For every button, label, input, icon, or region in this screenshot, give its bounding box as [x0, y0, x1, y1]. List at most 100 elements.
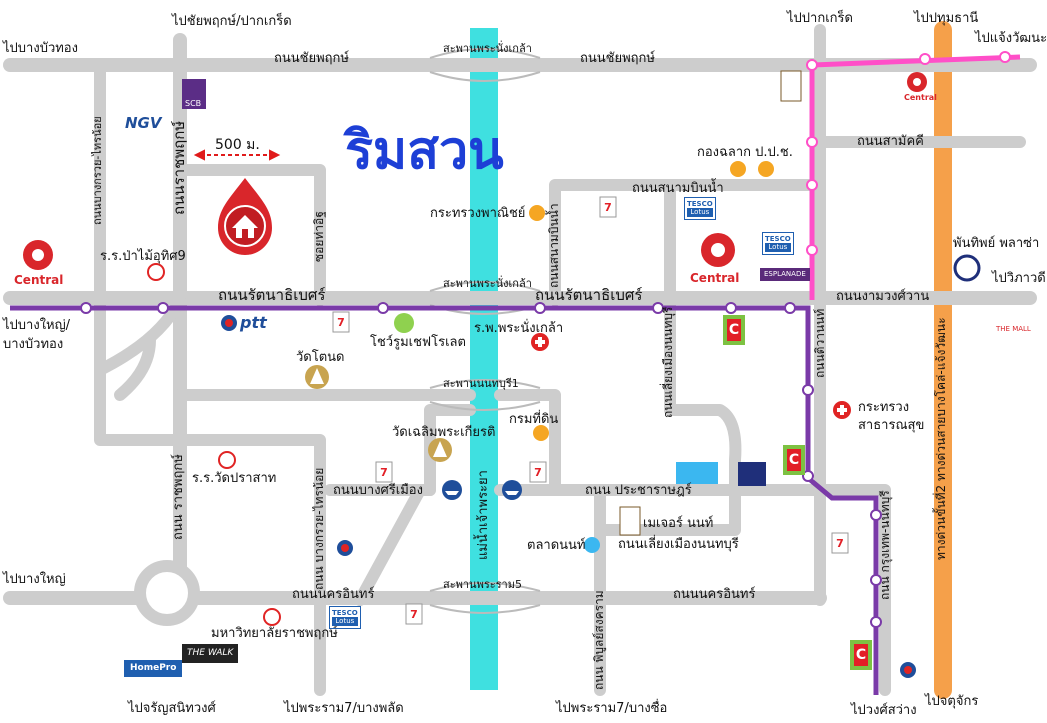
place-label: โชว์รูมเชฟโรเลต [370, 335, 466, 350]
map-title: ริมสวน [345, 121, 504, 181]
place-label: ร.พ.พระนั่งเกล้า [474, 321, 564, 336]
temple-icon [305, 365, 329, 389]
direction-label: ไปบางใหญ่/ บางบัวทอง [3, 318, 71, 352]
scale-label: 500 ม. [215, 137, 260, 153]
big-c-label: C [788, 452, 800, 468]
bangkok-bank-icon [738, 462, 766, 486]
road-label: สะพานพระราม5 [443, 578, 522, 591]
direction-label: ไปชัยพฤกษ์/ปากเกร็ด [172, 14, 292, 29]
bridges [429, 48, 541, 614]
big-c-label: C [728, 322, 740, 338]
seven-eleven-icon [332, 196, 849, 625]
place-label: พันทิพย์ พลาซ่า [953, 236, 1040, 251]
tesco-label: TESCO [687, 200, 713, 208]
esplanade-label: ESPLANADE [760, 268, 810, 281]
tesco-lotus-badge: TESCO Lotus [762, 232, 794, 255]
tesco-label: TESCO [332, 609, 358, 617]
place-label: ตลาดนนท์ [527, 538, 586, 553]
place-label: ร.ร.ป่าไม้อุทิศ9 [100, 249, 186, 264]
road-label: ถนนชัยพฤกษ์ [580, 51, 655, 66]
central-label: Central [690, 271, 740, 285]
direction-label: ไปบางใหญ่ [3, 572, 66, 587]
roundabout [134, 560, 200, 626]
road-label: ถนนนครอินทร์ [292, 587, 375, 602]
big-c-icon [723, 315, 872, 670]
road-label: ถนนสามัคคี [857, 134, 924, 149]
direction-label: ไปพระราม7/บางพลัด [284, 701, 404, 716]
tesco-label: TESCO [765, 235, 791, 243]
the-mall-label: THE MALL [996, 325, 1031, 333]
seven-eleven-label: 7 [534, 466, 542, 479]
poi-dots [529, 161, 774, 441]
central-label: Central [14, 273, 64, 287]
place-label: กองฉลาก ป.ป.ช. [697, 145, 793, 160]
scb-icon [182, 79, 206, 109]
road-label: ถนนบางศรีเมือง [333, 483, 423, 498]
place-label: วัดโตนด [296, 350, 345, 365]
major-cineplex-icon [780, 70, 802, 102]
road-label: ถนน บางกรวย-ไทรน้อย [312, 467, 326, 590]
road-label: ถนน ราชพฤกษ์ [171, 454, 186, 540]
direction-label: ไปพระราม7/บางซื่อ [556, 701, 668, 716]
road-label: ถนนนครอินทร์ [673, 587, 756, 602]
central-label: Central [904, 93, 937, 102]
road-label: ถนนราชพฤกษ์ [170, 120, 188, 215]
tesco-lotus-badge: TESCO Lotus [329, 606, 361, 629]
pink-stations [806, 51, 1011, 256]
place-label: กระทรวง สาธารณสุข [858, 400, 925, 434]
seven-eleven-label: 7 [380, 466, 388, 479]
direction-label: ไปบางบัวทอง [3, 41, 78, 56]
tesco-lotus-badge: TESCO Lotus [684, 197, 716, 220]
direction-label: ไปจตุจักร [925, 694, 979, 709]
place-label: วัดเฉลิมพระเกียรติ [392, 425, 496, 440]
ktb-icon [676, 462, 718, 484]
place-label: เมเจอร์ นนท์ [643, 516, 714, 531]
big-c-label: C [855, 647, 867, 663]
ministry-health-icon [833, 401, 851, 419]
road-label: ถนน พิบูลย์สงคราม [592, 590, 606, 690]
seven-eleven-label: 7 [410, 608, 418, 621]
road-label: สะพานพระนั่งเกล้า [443, 277, 532, 290]
road-label: ถนนสนามบินน้ำ [547, 203, 561, 288]
road-label: ถนนเลี่ยงเมืองนนทบุรี [618, 537, 739, 552]
road-label: ถนน ประชาราษฎร์ [585, 483, 692, 498]
place-label: กรมที่ดิน [509, 412, 559, 427]
road-label: ถนนบางกรวย-ไทรน้อย [91, 116, 104, 225]
scale-bar [193, 149, 281, 161]
road-label: ถนนเลี่ยงเมืองนนทบุรี [661, 306, 675, 418]
direction-label: ไปปทุมธานี [914, 11, 979, 26]
lotus-label: Lotus [765, 243, 791, 252]
direction-label: ไปปากเกร็ด [787, 11, 853, 26]
the-walk-label: THE WALK [182, 644, 239, 663]
temple-chaloem-icon [428, 438, 452, 462]
seven-eleven-label: 7 [337, 316, 345, 329]
road-label: ถนนงามวงศ์วาน [836, 289, 930, 304]
direction-label: ไปวงศ์สว่าง [851, 703, 917, 718]
direction-label: ไปจรัญสนิทวงศ์ [128, 701, 216, 716]
road-label: สะพานพระนั่งเกล้า [443, 42, 532, 55]
pantip-icon [953, 254, 981, 282]
road-label: ถนนรัตนาธิเบศร์ [535, 286, 643, 304]
road-network [3, 24, 1037, 696]
school-icon [147, 263, 236, 469]
location-marker-icon [218, 178, 272, 255]
ferry-icon [442, 480, 522, 500]
university-icon [263, 608, 281, 626]
seven-eleven-label: 7 [604, 201, 612, 214]
seven-eleven-label: 7 [836, 537, 844, 550]
lotus-label: Lotus [687, 208, 713, 217]
expressway-label: ทางด่วนขั้นที่2 ทางด่วนสายบางโคล่-แจ้งวั… [934, 317, 948, 560]
scb-label: SCB [185, 99, 202, 108]
road-label: ซอยท่าอิฐ [312, 211, 326, 262]
hospital-icon [531, 333, 549, 351]
direction-label: ไปวิภาวดี [992, 271, 1046, 286]
place-label: ร.ร.วัดปราสาท [192, 471, 277, 486]
road-label: ถนน กรุงเทพ-นนทบุรี [878, 490, 892, 600]
market-dot [584, 537, 600, 553]
ngv-label: NGV [125, 114, 162, 132]
road-label: สะพานนนทบุรี1 [443, 377, 519, 390]
road-label: ถนนสนามบินน้ำ [632, 181, 724, 196]
showroom-dot [394, 313, 414, 333]
purple-stations [80, 302, 882, 628]
ptt-label: ptt [240, 313, 267, 332]
